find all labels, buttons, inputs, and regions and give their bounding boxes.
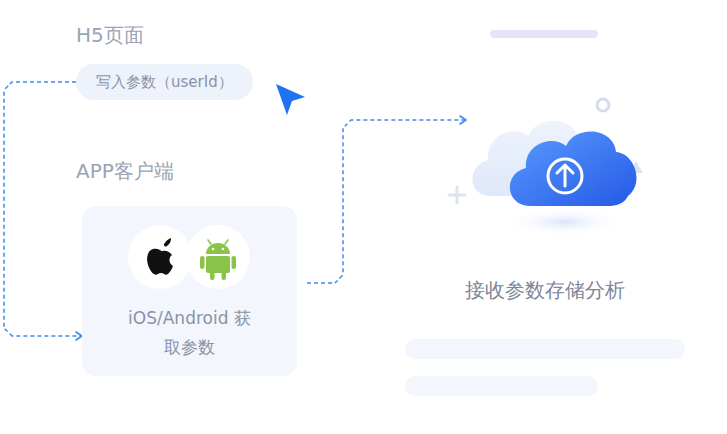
android-leg (222, 270, 227, 280)
upload-arrow (557, 165, 573, 186)
apple-badge (128, 225, 192, 289)
pointer-cursor (276, 84, 305, 115)
dashed-connector (4, 82, 82, 336)
android-arm (232, 256, 237, 269)
deco-bar (490, 30, 598, 38)
android-head (206, 243, 230, 254)
android-antenna (208, 240, 228, 244)
android-body (206, 256, 230, 273)
platform-icons (82, 206, 297, 306)
upload-ring (548, 159, 582, 193)
deco-bar (405, 339, 685, 359)
cloud-label: 接收参数存储分析 (440, 277, 650, 303)
apple-logo (147, 238, 173, 275)
android-eye (222, 248, 225, 251)
deco-ring (597, 99, 609, 111)
android-eye (212, 248, 215, 251)
box-text: iOS/Android 获取参数 (125, 304, 255, 362)
client-box: iOS/Android 获取参数 (82, 206, 297, 376)
client-group: APP客户端 iOS/Android 获取参数 (76, 158, 297, 376)
android-badge (186, 225, 250, 289)
deco-plus (449, 187, 465, 203)
deco-bar (405, 376, 598, 396)
cloud-node: 接收参数存储分析 (440, 112, 650, 312)
pill-text: 写入参数（userId） (96, 73, 233, 91)
section-heading: APP客户端 (76, 158, 297, 184)
dashed-connector (307, 120, 466, 283)
section-heading: H5页面 (76, 22, 253, 48)
cloud-shadow (503, 208, 627, 236)
client-group: H5页面写入参数（userId） (76, 22, 253, 100)
param-pill: 写入参数（userId） (76, 64, 253, 100)
android-leg (210, 270, 215, 280)
android-arm (200, 256, 205, 269)
front-cloud (510, 132, 637, 206)
